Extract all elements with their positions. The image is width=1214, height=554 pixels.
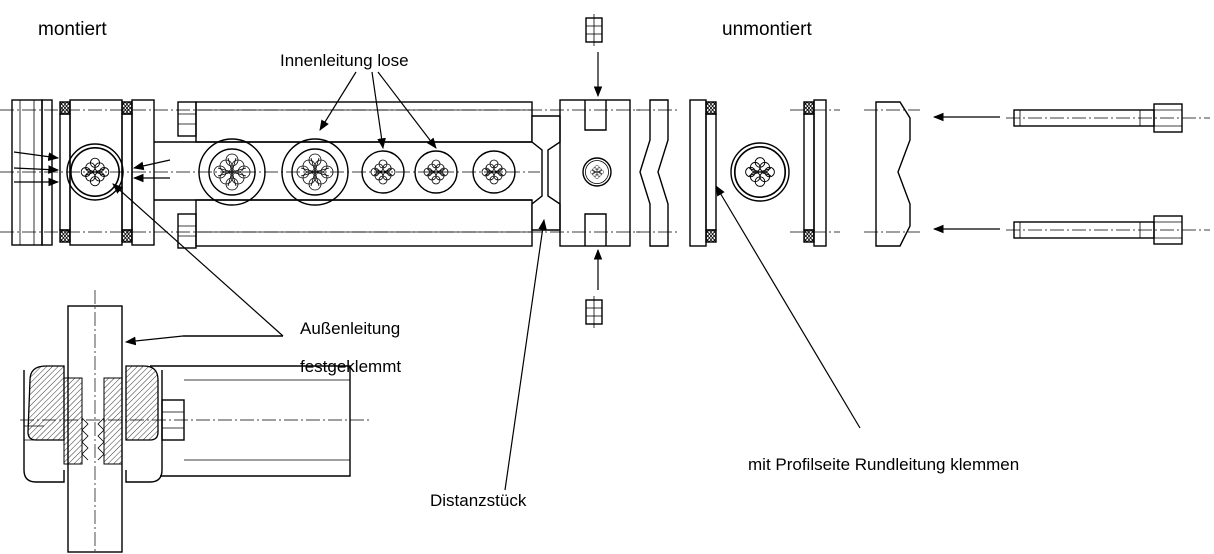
label-unmontiert: unmontiert: [722, 19, 812, 40]
label-distanzstueck: Distanzstück: [430, 491, 527, 510]
label-innenleitung: Innenleitung lose: [280, 51, 409, 70]
label-aussenleitung: Außenleitung: [300, 319, 400, 338]
assembled-clamp: [0, 13, 640, 329]
detail-section: [20, 290, 372, 553]
leader-lines: [112, 71, 861, 491]
bolt-lower: [1006, 215, 1210, 245]
bolt-upper: [1006, 103, 1210, 133]
unassembled-parts: [636, 99, 1210, 247]
label-montiert: montiert: [38, 19, 107, 40]
label-profilseite: mit Profilseite Rundleitung klemmen: [748, 455, 1019, 474]
